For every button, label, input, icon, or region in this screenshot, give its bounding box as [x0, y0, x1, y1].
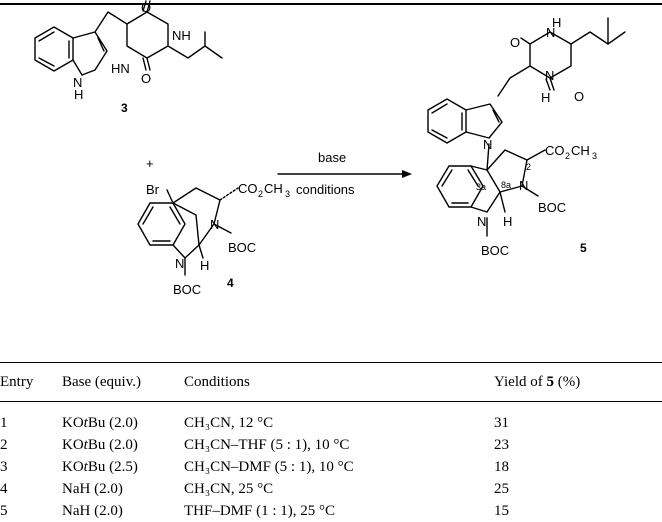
cell-entry: 5	[0, 503, 8, 519]
svg-text:CH: CH	[571, 143, 590, 158]
label-8a: 8a	[501, 180, 511, 190]
svg-text:2: 2	[565, 151, 570, 161]
atom-h: H	[200, 258, 209, 273]
cell-base: NaH (2.0)	[62, 503, 123, 519]
header-yield: Yield of 5 (%)	[494, 373, 581, 390]
cell-entry: 2	[0, 437, 8, 453]
boc-label: BOC	[481, 243, 509, 258]
svg-text:2: 2	[258, 189, 263, 199]
cell-base: KOtBu (2.0)	[62, 437, 138, 453]
cell-entry: 1	[0, 415, 8, 431]
compound-4-structure	[137, 187, 239, 276]
arrow-top-label: base	[318, 150, 346, 165]
top-rule	[0, 3, 662, 5]
atom-o: O	[141, 71, 151, 86]
cell-conditions: CH₃CN, 25 °C	[184, 481, 274, 497]
atom-br: Br	[146, 182, 160, 197]
cell-base: KOtBu (2.0)	[62, 415, 138, 431]
header-entry: Entry	[0, 373, 34, 390]
header-rule	[0, 401, 662, 402]
atom-h: H	[552, 15, 561, 30]
atom-n: N	[73, 75, 82, 90]
cell-yield: 23	[494, 437, 509, 453]
table-row: 3 KOtBu (2.5) CH₃CN–DMF (5 : 1), 10 °C 18	[0, 456, 662, 478]
reaction-scheme: N H O O NH HN 3 + Br CO 2 CH 3 N BOC H N…	[34, 0, 626, 297]
table-header-row: Entry Base (equiv.) Conditions Yield of …	[0, 366, 662, 401]
compound-label-4: 4	[227, 276, 234, 290]
svg-text:3: 3	[592, 151, 597, 161]
cell-entry: 4	[0, 481, 8, 497]
boc-label: BOC	[173, 282, 201, 297]
arrow-bottom-label: conditions	[296, 182, 355, 197]
atom-o: O	[510, 35, 520, 50]
atom-h: H	[541, 90, 550, 105]
compound-label-5: 5	[580, 241, 587, 255]
atom-h: H	[503, 214, 512, 229]
table-row: 4 NaH (2.0) CH₃CN, 25 °C 25	[0, 478, 662, 500]
atom-n: N	[477, 214, 486, 229]
cell-conditions: CH₃CN–THF (5 : 1), 10 °C	[184, 437, 350, 453]
boc-label: BOC	[228, 240, 256, 255]
atom-nh: NH	[172, 28, 191, 43]
atom-h: H	[74, 87, 83, 102]
cell-entry: 3	[0, 459, 8, 475]
atom-o: O	[141, 0, 151, 15]
atom-n: N	[545, 68, 554, 83]
cell-base: KOtBu (2.5)	[62, 459, 138, 475]
cell-yield: 31	[494, 415, 509, 431]
cell-conditions: CH₃CN, 12 °C	[184, 415, 274, 431]
cell-conditions: CH₃CN–DMF (5 : 1), 10 °C	[184, 459, 354, 475]
atom-n: N	[210, 217, 219, 232]
label-2: 2	[526, 162, 531, 172]
ester-co: CO	[238, 181, 258, 196]
compound-5-structure	[427, 17, 626, 237]
atom-o: O	[574, 89, 584, 104]
arrow-head	[402, 170, 412, 178]
compound-3-structure	[34, 0, 223, 76]
cell-base: NaH (2.0)	[62, 481, 123, 497]
atom-n: N	[519, 178, 528, 193]
compound-label-3: 3	[121, 101, 128, 115]
plus-sign: +	[146, 156, 154, 171]
atom-n: N	[483, 137, 492, 152]
atom-n: N	[546, 25, 555, 40]
cell-yield: 18	[494, 459, 509, 475]
svg-text:3: 3	[285, 189, 290, 199]
svg-text:CH: CH	[264, 181, 283, 196]
mid-rule	[0, 362, 662, 363]
atom-n: N	[175, 256, 184, 271]
cell-conditions: THF–DMF (1 : 1), 25 °C	[184, 503, 336, 519]
table-row: 5 NaH (2.0) THF–DMF (1 : 1), 25 °C 15	[0, 500, 662, 522]
boc-label: BOC	[538, 200, 566, 215]
label-3a: 3a	[476, 182, 486, 192]
atom-hn: HN	[111, 61, 130, 76]
cell-yield: 25	[494, 481, 509, 497]
ester-co: CO	[545, 143, 565, 158]
table-row: 1 KOtBu (2.0) CH₃CN, 12 °C 31	[0, 402, 662, 434]
table-row: 2 KOtBu (2.0) CH₃CN–THF (5 : 1), 10 °C 23	[0, 434, 662, 456]
header-conditions: Conditions	[184, 373, 250, 390]
header-base: Base (equiv.)	[62, 373, 141, 390]
results-table: Entry Base (equiv.) Conditions Yield of …	[0, 366, 662, 522]
cell-yield: 15	[494, 503, 509, 519]
